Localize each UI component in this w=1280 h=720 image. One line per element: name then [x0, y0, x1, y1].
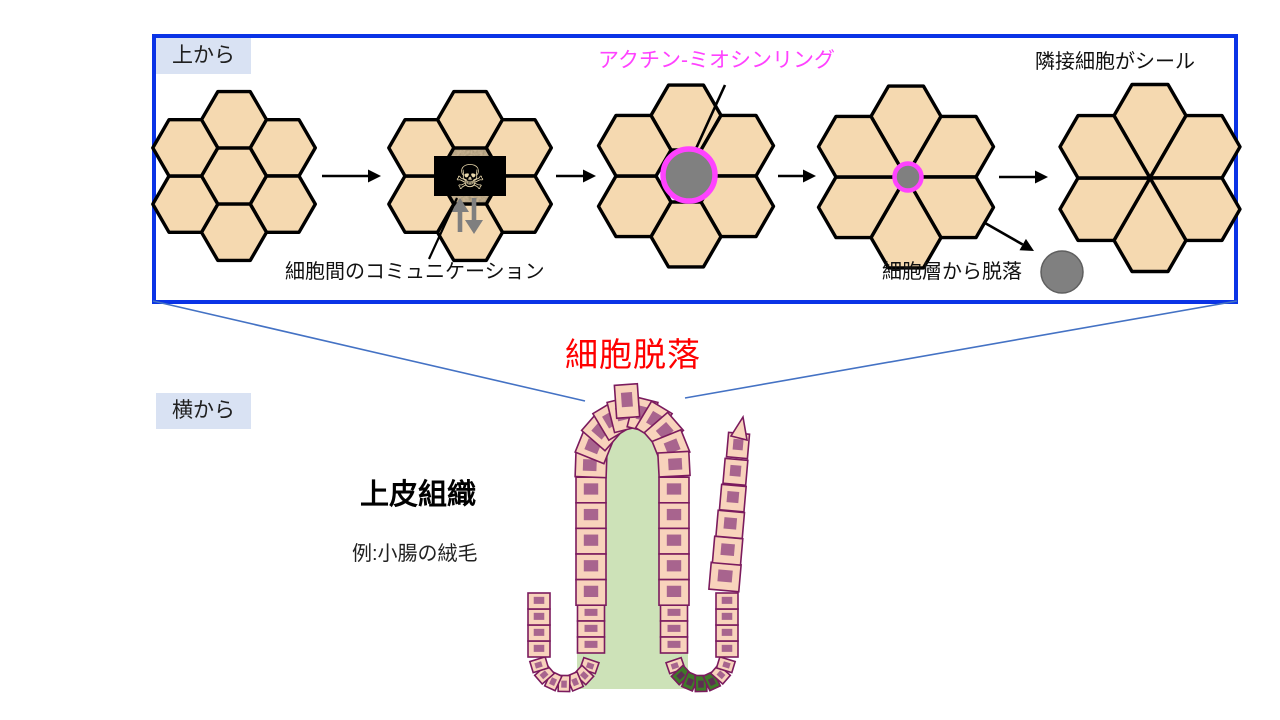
zoom-line-right [684, 300, 1238, 399]
side-view-tag: 横から [156, 393, 251, 430]
top-view-tag: 上から [156, 38, 251, 75]
villus-core [577, 411, 688, 689]
villus-illustration [527, 395, 739, 693]
zoom-line-left [152, 300, 586, 402]
actin-ring-label: アクチン-ミオシンリング [598, 49, 835, 72]
tissue-heading: 上皮組織 [360, 479, 477, 511]
tissue-example-label: 例:小腸の絨毛 [352, 543, 478, 565]
extrusion-title: 細胞脱落 [565, 336, 701, 373]
extruding-cell [613, 382, 641, 420]
neighbor-seal-label: 隣接細胞がシール [1035, 51, 1195, 73]
detach-label: 細胞層から脱落 [882, 261, 1022, 283]
neighbor-villus [708, 414, 751, 593]
communication-label: 細胞間のコミュニケーション [285, 261, 545, 283]
